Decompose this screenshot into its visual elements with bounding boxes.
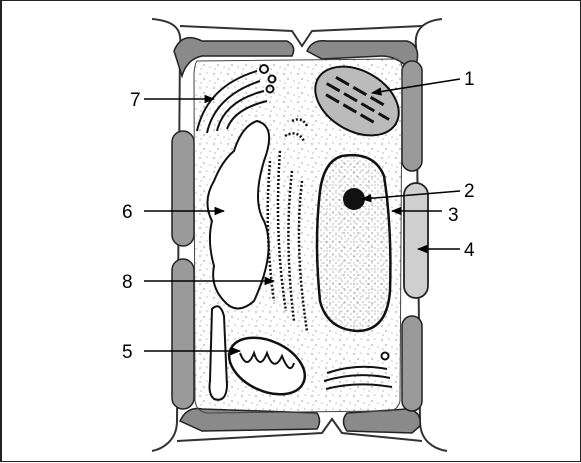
label-8: 8: [122, 272, 133, 293]
label-7: 7: [130, 90, 141, 111]
lysosome: [210, 306, 228, 400]
label-2: 2: [464, 181, 475, 202]
label-6: 6: [122, 202, 133, 223]
nucleus: [317, 155, 390, 331]
label-5: 5: [122, 342, 133, 363]
label-1: 1: [464, 69, 475, 90]
nucleolus: [343, 188, 365, 210]
label-3: 3: [448, 205, 459, 226]
label-4: 4: [464, 240, 475, 261]
